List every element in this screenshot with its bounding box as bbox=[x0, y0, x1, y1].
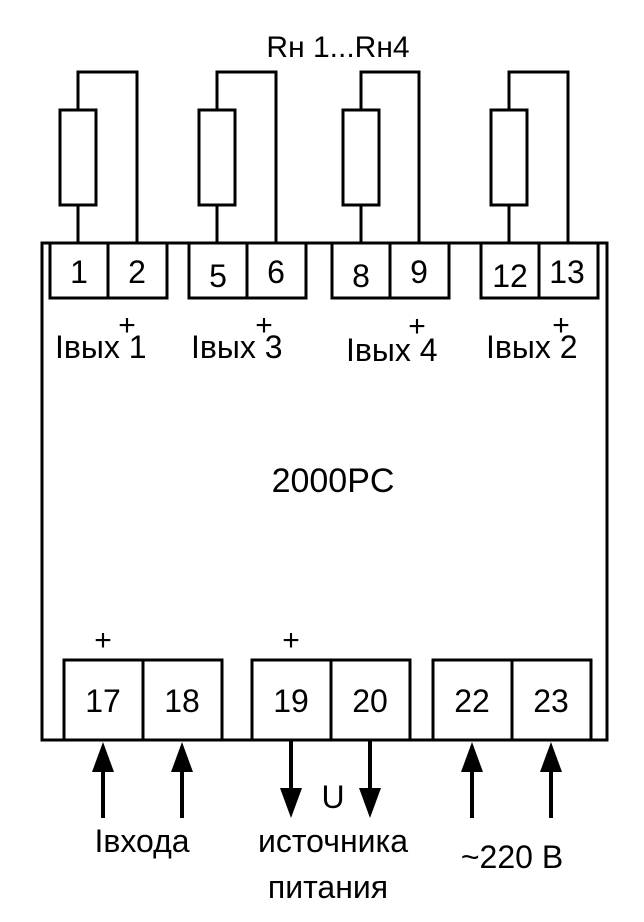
load-resistor-1 bbox=[58, 70, 139, 243]
terminal-9: 9 bbox=[410, 254, 428, 290]
load-resistor-4 bbox=[341, 70, 421, 243]
supply-arrow-20 bbox=[359, 740, 381, 818]
supply-arrow-19 bbox=[280, 740, 302, 818]
terminal-5: 5 bbox=[209, 258, 227, 294]
plus-sign-out3: + bbox=[255, 309, 273, 342]
top-terminal-block-4: 12 13 bbox=[479, 241, 600, 300]
plus-sign-17: + bbox=[94, 624, 112, 657]
output-label-1: Iвых 1 bbox=[55, 329, 147, 365]
terminal-22: 22 bbox=[454, 683, 490, 719]
bottom-terminal-block-1: 17 18 bbox=[62, 658, 224, 742]
terminal-13: 13 bbox=[549, 254, 585, 290]
input-current-label: Iвхода bbox=[94, 823, 189, 859]
supply-u-label: U bbox=[321, 779, 344, 815]
bottom-terminal-block-3: 22 23 bbox=[431, 658, 593, 742]
supply-label-line2: питания bbox=[268, 869, 388, 905]
plus-sign-out1: + bbox=[118, 309, 136, 342]
top-terminal-block-2: 5 6 bbox=[187, 241, 308, 300]
plus-sign-19: + bbox=[282, 624, 300, 657]
output-label-3: Iвых 3 bbox=[191, 329, 283, 365]
terminal-17: 17 bbox=[85, 683, 121, 719]
plus-sign-out4: + bbox=[408, 310, 426, 343]
load-label: Rн 1...Rн4 bbox=[266, 31, 409, 64]
terminal-1: 1 bbox=[70, 254, 88, 290]
top-terminal-block-1: 1 2 bbox=[48, 241, 169, 300]
bottom-terminal-block-2: 19 20 bbox=[250, 658, 412, 742]
load-resistor-3 bbox=[197, 70, 278, 243]
terminal-2: 2 bbox=[128, 254, 146, 290]
input-arrow-18 bbox=[171, 742, 193, 818]
terminal-6: 6 bbox=[267, 254, 285, 290]
output-label-2: Iвых 2 bbox=[486, 329, 578, 365]
supply-label-line1: источника bbox=[258, 823, 408, 859]
mains-arrow-23 bbox=[540, 742, 562, 818]
top-terminal-block-3: 8 9 bbox=[330, 241, 451, 300]
plus-sign-out2: + bbox=[552, 309, 570, 342]
mains-label: ~220 В bbox=[461, 839, 563, 875]
device-label: 2000PC bbox=[272, 462, 395, 500]
terminal-12: 12 bbox=[492, 258, 528, 294]
output-label-4: Iвых 4 bbox=[346, 332, 438, 368]
mains-arrow-22 bbox=[461, 742, 483, 818]
terminal-19: 19 bbox=[273, 683, 309, 719]
terminal-20: 20 bbox=[352, 683, 388, 719]
terminal-8: 8 bbox=[352, 258, 370, 294]
terminal-23: 23 bbox=[533, 683, 569, 719]
input-arrow-17 bbox=[92, 742, 114, 818]
load-resistor-2 bbox=[489, 70, 570, 243]
terminal-18: 18 bbox=[164, 683, 200, 719]
